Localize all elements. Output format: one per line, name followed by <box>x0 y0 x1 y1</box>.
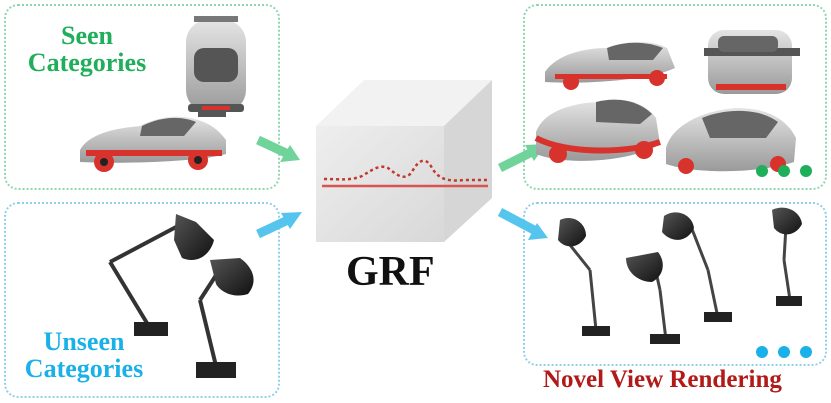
ellipsis-dots-icon <box>756 346 812 358</box>
unseen-label-line1: Unseen <box>43 327 125 356</box>
desk-lamp-icon <box>772 207 802 306</box>
sports-car-icon <box>186 16 246 112</box>
sports-car-icon <box>666 108 796 174</box>
desk-lamp-icon <box>108 214 214 336</box>
desk-lamp-icon <box>196 258 254 378</box>
sports-car-icon <box>534 99 661 163</box>
cube-icon <box>316 80 492 242</box>
unseen-renderings-panel <box>523 202 827 366</box>
unseen-categories-label: Unseen Categories <box>14 328 154 383</box>
seen-label-line1: Seen <box>61 21 113 50</box>
seen-renderings-panel <box>523 4 827 190</box>
seen-label-line2: Categories <box>27 48 147 78</box>
ellipsis-dots-icon <box>756 165 812 177</box>
predicted-curve <box>323 159 488 182</box>
seen-categories-panel <box>4 4 280 190</box>
desk-lamp-icon <box>626 252 680 344</box>
unseen-categories-panel <box>4 202 280 398</box>
unseen-label-line2: Categories <box>24 354 144 384</box>
sports-car-icon <box>80 112 226 172</box>
seen-categories-label: Seen Categories <box>22 22 152 77</box>
grf-title: GRF <box>346 249 435 295</box>
desk-lamp-icon <box>662 212 732 322</box>
sports-car-icon <box>704 30 800 94</box>
desk-lamp-icon <box>558 217 610 336</box>
novel-view-rendering-caption: Novel View Rendering <box>543 366 782 393</box>
sports-car-icon <box>545 42 675 90</box>
arrow-icon <box>256 135 548 240</box>
